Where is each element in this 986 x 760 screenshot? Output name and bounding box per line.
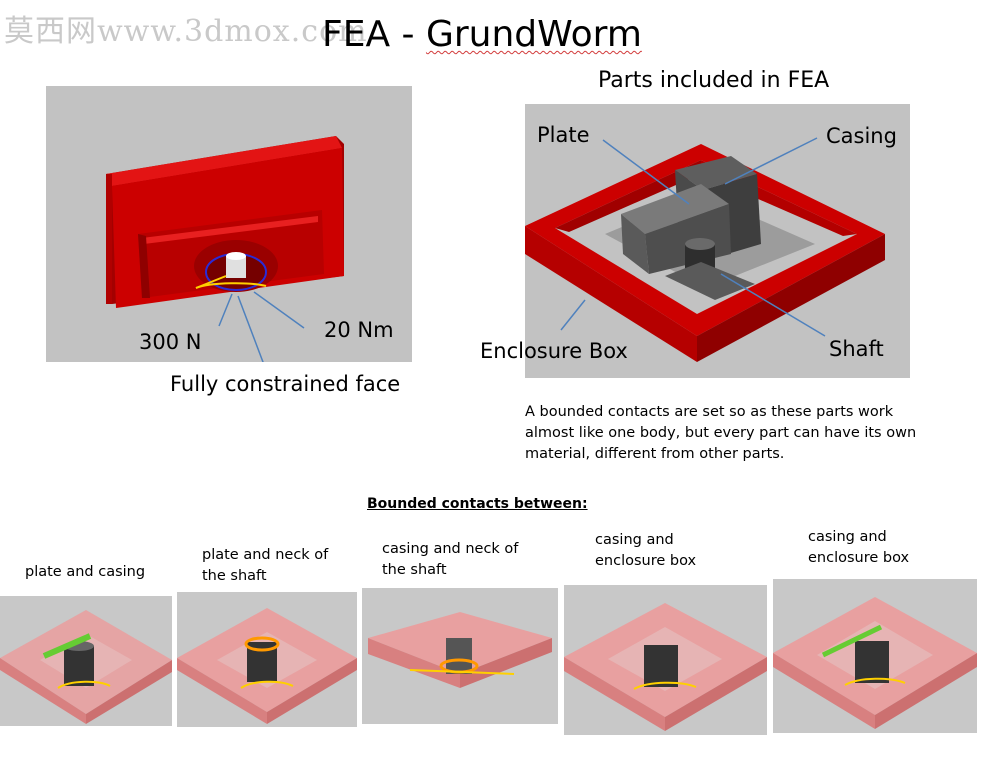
shaft-label: Shaft xyxy=(829,337,884,361)
parts-heading: Parts included in FEA xyxy=(598,68,830,93)
page-title: FEA - GrundWorm xyxy=(322,14,642,55)
casing-label: Casing xyxy=(826,124,897,148)
thumb-image-4 xyxy=(564,585,767,735)
thumb-label-4: casing and enclosure box xyxy=(595,532,697,569)
bounded-contacts-heading: Bounded contacts between: xyxy=(367,496,588,512)
thumb-illustration-3 xyxy=(368,612,552,688)
thumb-label-3: casing and neck of the shaft xyxy=(382,541,519,578)
description-text: A bounded contacts are set so as these p… xyxy=(525,404,917,462)
thumb-image-2 xyxy=(177,592,357,727)
red-block-illustration xyxy=(106,136,344,362)
thumb-illustration-4 xyxy=(564,603,767,731)
constraint-label: Fully constrained face xyxy=(170,372,401,396)
torque-label: 20 Nm xyxy=(324,318,394,342)
thumb-illustration-1 xyxy=(0,610,172,724)
thumb-image-1 xyxy=(0,596,172,726)
load-setup-image xyxy=(46,86,412,362)
watermark: 莫西网www.3dmox.com xyxy=(4,14,368,49)
title-part2: GrundWorm xyxy=(425,14,642,55)
thumb-illustration-5 xyxy=(773,597,977,729)
thumb-label-1: plate and casing xyxy=(25,564,146,580)
thumb-label-2: plate and neck of the shaft xyxy=(202,547,329,584)
thumb-image-5 xyxy=(773,579,977,733)
force-label: 300 N xyxy=(139,330,202,354)
assembly-image xyxy=(525,104,910,378)
thumb-illustration-2 xyxy=(177,608,357,724)
enclosure-label: Enclosure Box xyxy=(480,339,628,363)
assembly-illustration xyxy=(525,137,885,362)
plate-label: Plate xyxy=(537,123,590,147)
title-part1: FEA - xyxy=(322,14,426,55)
thumb-image-3 xyxy=(362,588,558,724)
thumb-label-5: casing and enclosure box xyxy=(808,529,910,566)
